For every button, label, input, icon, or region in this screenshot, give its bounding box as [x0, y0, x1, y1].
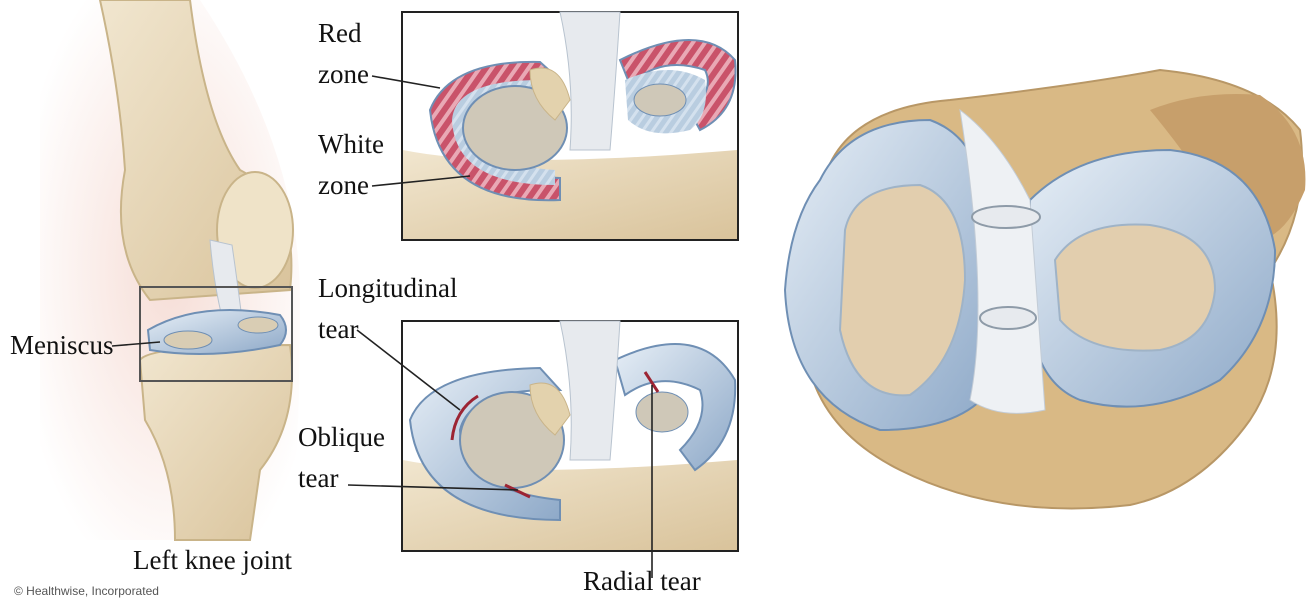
- oblique-tear-label-line2: tear: [298, 462, 338, 494]
- longitudinal-tear-label-line1: Longitudinal: [318, 272, 457, 304]
- knee-joint-illustration: [40, 0, 300, 540]
- tears-inset: [402, 321, 738, 551]
- radial-tear-label: Radial tear: [583, 565, 701, 597]
- meniscus-label: Meniscus: [10, 329, 114, 361]
- meniscus-top-view: [785, 70, 1305, 508]
- zones-inset: [402, 12, 738, 240]
- oblique-tear-label-line1: Oblique: [298, 421, 385, 453]
- red-zone-label-line2: zone: [318, 58, 369, 90]
- white-zone-label-line2: zone: [318, 169, 369, 201]
- copyright-credit: © Healthwise, Incorporated: [14, 584, 159, 598]
- white-zone-label-line1: White: [318, 128, 384, 160]
- longitudinal-tear-label-line2: tear: [318, 313, 358, 345]
- red-zone-label-line1: Red: [318, 17, 362, 49]
- left-knee-joint-caption: Left knee joint: [133, 544, 292, 576]
